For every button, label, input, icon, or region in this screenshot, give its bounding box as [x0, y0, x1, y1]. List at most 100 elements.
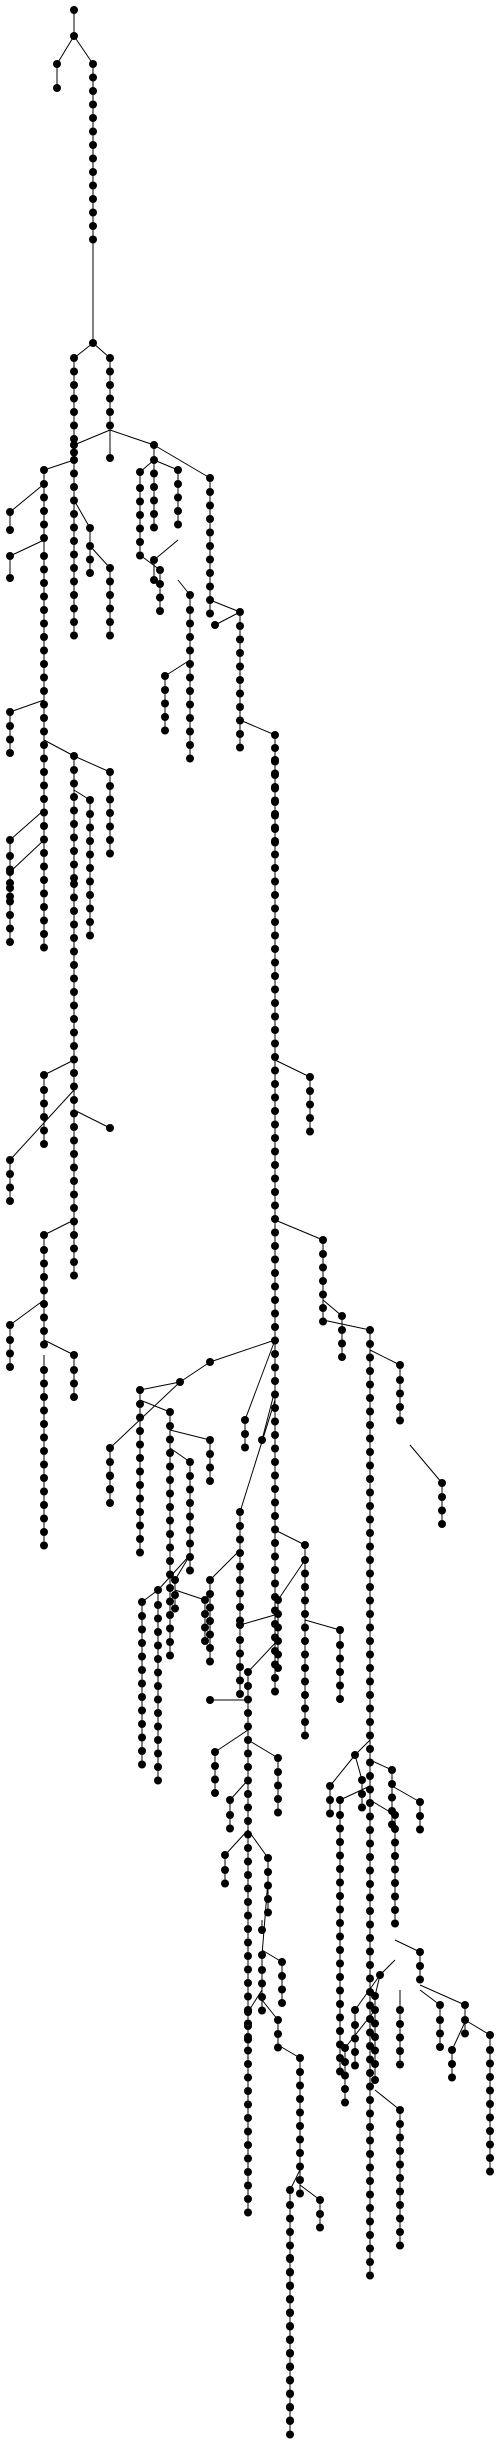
tree-node — [206, 1576, 214, 1584]
tree-node — [336, 1695, 344, 1703]
tree-node — [278, 1985, 286, 1994]
tree-node — [244, 2208, 252, 2217]
tree-node — [271, 1674, 279, 1682]
tree-node — [271, 744, 279, 752]
tree-node — [319, 1290, 327, 1299]
tree-edge — [274, 1059, 311, 1078]
tree-node — [319, 1317, 327, 1326]
tree-node — [244, 2141, 252, 2149]
tree-node — [366, 2136, 374, 2145]
tree-node — [306, 1127, 314, 1136]
tree-node — [326, 1809, 334, 1818]
tree-node — [271, 731, 279, 739]
tree-node — [206, 1617, 214, 1625]
tree-edge — [89, 545, 111, 569]
tree-node — [171, 1604, 179, 1613]
tree-edge — [43, 459, 75, 471]
tree-node — [40, 646, 48, 655]
tree-node — [271, 1296, 279, 1304]
tree-node — [296, 2162, 304, 2171]
tree-node — [174, 466, 182, 474]
tree-node — [486, 2154, 494, 2162]
tree-node — [70, 833, 78, 842]
tree-edge — [354, 1754, 363, 1781]
tree-node — [416, 1825, 424, 1834]
tree-node — [136, 1386, 144, 1394]
tree-node — [366, 1785, 374, 1794]
tree-node — [186, 687, 194, 695]
tree-node — [40, 660, 48, 668]
tree-node — [271, 1134, 279, 1142]
tree-node — [271, 837, 279, 845]
tree-node — [138, 1625, 146, 1634]
tree-node — [296, 2054, 304, 2062]
tree-node — [86, 823, 94, 832]
tree-nodes — [6, 6, 494, 2439]
tree-node — [296, 2176, 304, 2184]
tree-node — [171, 1591, 179, 1599]
tree-node — [40, 1366, 48, 1374]
tree-node — [286, 2362, 294, 2371]
tree-node — [271, 1444, 279, 1453]
tree-node — [106, 1458, 114, 1466]
tree-node — [226, 1796, 234, 1804]
tree-node — [301, 1610, 309, 1618]
tree-node — [206, 488, 214, 496]
tree-node — [40, 1327, 48, 1335]
tree-node — [206, 1477, 214, 1485]
tree-node — [244, 2127, 252, 2136]
tree-edge — [169, 1429, 211, 1441]
tree-node — [40, 1259, 48, 1268]
tree-edge — [209, 1549, 241, 1581]
tree-node — [40, 480, 48, 488]
tree-node — [301, 1569, 309, 1578]
tree-node — [236, 1522, 244, 1530]
tree-node — [221, 1866, 229, 1874]
tree-node — [86, 891, 94, 899]
tree-node — [106, 1472, 114, 1480]
tree-node — [154, 1709, 162, 1717]
tree-node — [301, 1637, 309, 1645]
tree-node — [70, 1150, 78, 1158]
tree-node — [391, 1892, 399, 1901]
tree-node — [366, 1772, 374, 1780]
tree-node — [236, 1535, 244, 1544]
tree-node — [244, 1668, 252, 1676]
tree-node — [206, 1603, 214, 1612]
tree-node — [211, 1775, 219, 1784]
tree-node — [86, 864, 94, 872]
tree-node — [138, 1598, 146, 1606]
tree-node — [166, 1624, 174, 1633]
tree-node — [206, 542, 214, 550]
tree-node — [271, 985, 279, 994]
tree-node — [286, 2201, 294, 2209]
tree-node — [86, 904, 94, 913]
tree-node — [40, 1340, 48, 1349]
tree-node — [461, 2016, 469, 2024]
tree-node — [396, 2106, 404, 2114]
tree-node — [89, 127, 97, 136]
tree-node — [244, 1979, 252, 1987]
tree-node — [244, 2035, 252, 2044]
tree-node — [40, 1501, 48, 1509]
tree-node — [40, 1313, 48, 1322]
tree-node — [70, 408, 78, 416]
tree-node — [286, 2228, 294, 2236]
tree-node — [106, 1485, 114, 1494]
tree-node — [351, 2061, 359, 2070]
tree-node — [156, 593, 164, 602]
tree-node — [486, 2059, 494, 2068]
tree-node — [271, 756, 279, 764]
tree-node — [271, 972, 279, 980]
tree-node — [40, 700, 48, 709]
tree-node — [366, 1893, 374, 1902]
tree-edge — [43, 739, 75, 757]
tree-node — [271, 945, 279, 953]
tree-node — [40, 592, 48, 601]
tree-node — [40, 808, 48, 817]
tree-edge — [43, 1339, 75, 1356]
tree-node — [236, 730, 244, 738]
tree-node — [106, 1124, 114, 1132]
tree-node — [186, 714, 194, 722]
tree-node — [274, 1664, 282, 1672]
